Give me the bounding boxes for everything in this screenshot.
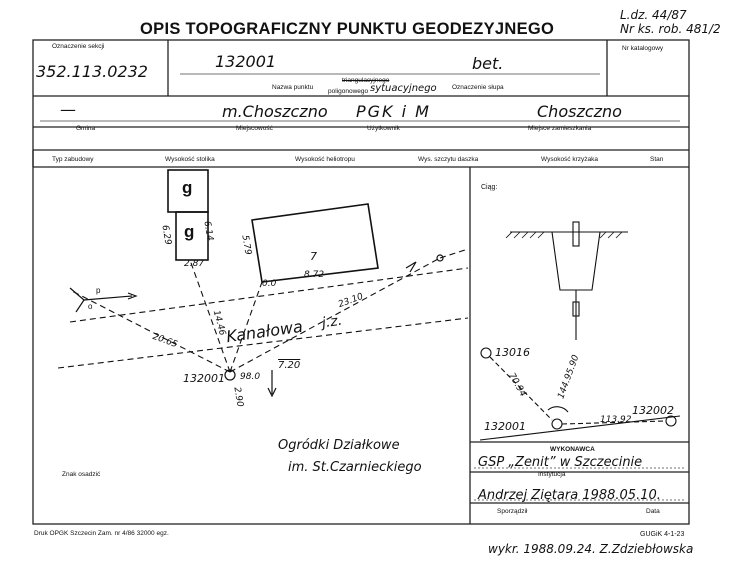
dist-d10: 98.0 bbox=[240, 372, 261, 382]
gmina-value: — bbox=[60, 100, 76, 119]
dist-d11: 7.20 bbox=[278, 360, 301, 371]
zamieszkania-value: Choszczno bbox=[537, 102, 622, 121]
garden-line-2: im. St.Czarnieckiego bbox=[288, 460, 422, 475]
wys-krzyzaka-label: Wysokość krzyżaka bbox=[541, 156, 599, 163]
gugik-code: GUGiK 4-1-23 bbox=[640, 531, 685, 538]
garage-2-label: g bbox=[184, 222, 195, 241]
gmina-label: Gmina bbox=[76, 125, 96, 132]
oznaczenie-label: Oznaczenie sekcji bbox=[52, 43, 105, 50]
zamieszkania-label: Miejsce zamieszkania bbox=[528, 125, 592, 132]
point-132001-right: 132001 bbox=[484, 420, 526, 433]
typ-triang-label: triangulacyjnego bbox=[342, 77, 390, 84]
garage-1-label: g bbox=[182, 178, 193, 197]
slup-label: Oznaczenie słupa bbox=[452, 84, 504, 91]
garden-line-1: Ogródki Działkowe bbox=[278, 438, 400, 453]
point-13016: 13016 bbox=[495, 346, 530, 359]
uzytkownik-label: Użytkownik bbox=[367, 125, 400, 132]
mark-o: o bbox=[88, 302, 93, 311]
wykreslil-signature: wykr. 1988.09.24. Z.Zdziebłowska bbox=[488, 542, 694, 556]
point-label: 132001 bbox=[183, 372, 225, 385]
nrks-number: Nr ks. rob. 481/2 bbox=[620, 22, 721, 36]
wys-daszka-label: Wys. szczytu daszka bbox=[418, 156, 479, 163]
wys-stolika-label: Wysokość stolika bbox=[165, 156, 215, 163]
nazwa-punktu-value: 132001 bbox=[215, 52, 277, 71]
ciag-label: Ciąg: bbox=[481, 184, 498, 191]
dist-d6: 8.72 bbox=[304, 270, 325, 280]
instytucja-label: Instytucja bbox=[538, 471, 566, 478]
point-132002: 132002 bbox=[632, 404, 674, 417]
dist-d3: 2.87 bbox=[184, 259, 205, 269]
miejscowosc-value: m.Choszczno bbox=[222, 102, 328, 121]
miejscowosc-label: Miejscowość bbox=[236, 125, 273, 132]
oznaczenie-value: 352.113.0232 bbox=[36, 62, 148, 81]
dist-d5: 0.0 bbox=[262, 279, 277, 289]
nr-katalogowy-label: Nr katalogowy bbox=[622, 45, 664, 52]
typ-zabudowy-label: Typ zabudowy bbox=[52, 156, 94, 163]
typ-polig-label: poligonowego bbox=[328, 88, 369, 95]
stan-label: Stan bbox=[650, 156, 664, 163]
wys-heliotropu-label: Wysokość heliotropu bbox=[295, 156, 355, 163]
wykonawca-label: WYKONAWCA bbox=[550, 446, 595, 453]
druk-info: Druk OPGK Szczecin Zam. nr 4/86 32000 eg… bbox=[34, 530, 169, 537]
ldz-number: L.dz. 44/87 bbox=[620, 8, 687, 22]
instytucja-value: GSP „Zenit” w Szczecinie bbox=[478, 455, 643, 470]
sporzadzil-label: Sporządził bbox=[497, 508, 528, 515]
street-suffix: j.z. bbox=[320, 312, 344, 332]
znak-osadzic-label: Znak osadzić bbox=[62, 471, 101, 478]
nazwa-punktu-label: Nazwa punktu bbox=[272, 84, 314, 91]
mark-p: p bbox=[96, 286, 101, 295]
document-title: OPIS TOPOGRAFICZNY PUNKTU GEODEZYJNEGO bbox=[140, 20, 555, 38]
data-label: Data bbox=[646, 508, 660, 515]
sporzadzil-value: Andrzej Ziętara 1988.05.10. bbox=[478, 488, 661, 503]
building-number: 7 bbox=[310, 250, 317, 263]
slup-value: bet. bbox=[472, 54, 504, 73]
dist-113-92: 113.92 bbox=[600, 415, 632, 425]
uzytkownik-value: PGK i M bbox=[356, 102, 431, 121]
typ-sytuac-label: sytuacyjnego bbox=[370, 83, 437, 94]
